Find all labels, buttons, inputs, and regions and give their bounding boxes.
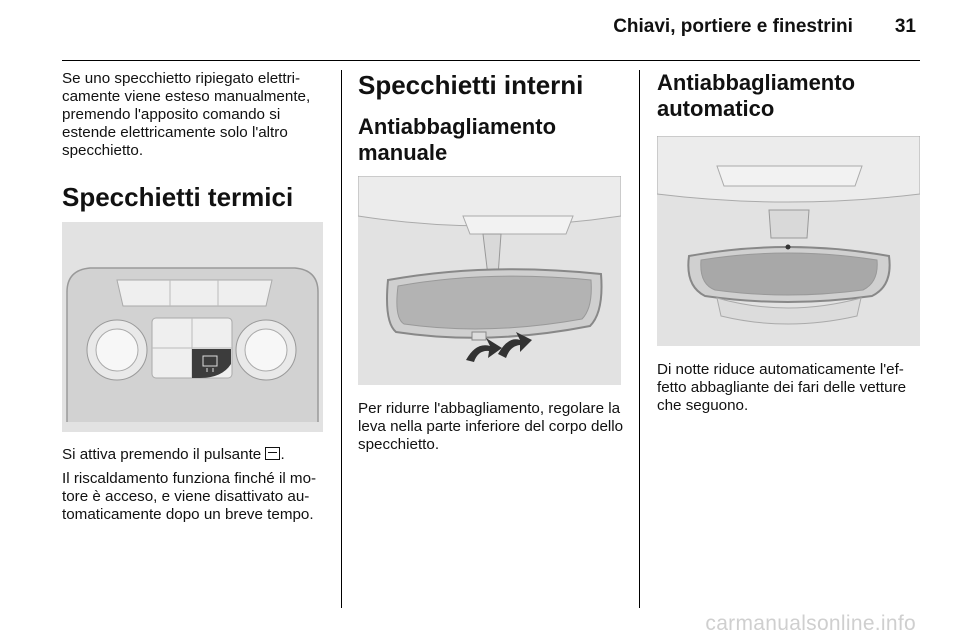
column-1-lower: Si attiva premendo il pulsante . Il risc… <box>62 446 326 524</box>
column-3: Antiabbagliamento automatico <box>657 70 921 122</box>
intro-paragraph: Se uno specchietto ripiegato elettri-cam… <box>62 70 311 159</box>
running-header: Chiavi, portiere e finestrini 31 <box>613 16 916 38</box>
column-2-lower: Per ridurre l'abbagliamento, regolare la… <box>358 400 624 454</box>
header-rule <box>62 60 920 61</box>
watermark: carmanualsonline.info <box>705 612 916 635</box>
defrost-instruction: Si attiva premendo il pulsante . <box>62 446 285 463</box>
automatic-mirror-illustration <box>657 136 920 346</box>
column-2: Specchietti interni Antiabbagliamento ma… <box>358 70 622 166</box>
climate-control-panel-illustration <box>62 222 323 432</box>
column-3-lower: Di notte riduce automaticamente l'ef-fet… <box>657 361 923 415</box>
manual-mirror-illustration <box>358 176 621 385</box>
section-heading-auto-antiglare: Antiabbagliamento automatico <box>657 70 856 121</box>
column-divider <box>341 70 342 608</box>
page-number: 31 <box>894 16 916 37</box>
defrost-description: Il riscaldamento funziona finché il mo-t… <box>62 470 317 523</box>
subheading-manual-antiglare: Antiabbagliamento manuale <box>358 114 557 165</box>
rear-defrost-icon <box>265 447 281 460</box>
section-heading-heated-mirrors: Specchietti termici <box>62 182 294 212</box>
manual-antiglare-instruction: Per ridurre l'abbagliamento, regolare la… <box>358 400 624 453</box>
column-divider <box>639 70 640 608</box>
column-1: Se uno specchietto ripiegato elettri-cam… <box>62 70 326 212</box>
section-heading-interior-mirrors: Specchietti interni <box>358 70 584 100</box>
chapter-title: Chiavi, portiere e finestrini <box>613 16 853 37</box>
auto-antiglare-description: Di notte riduce automaticamente l'ef-fet… <box>657 361 907 414</box>
